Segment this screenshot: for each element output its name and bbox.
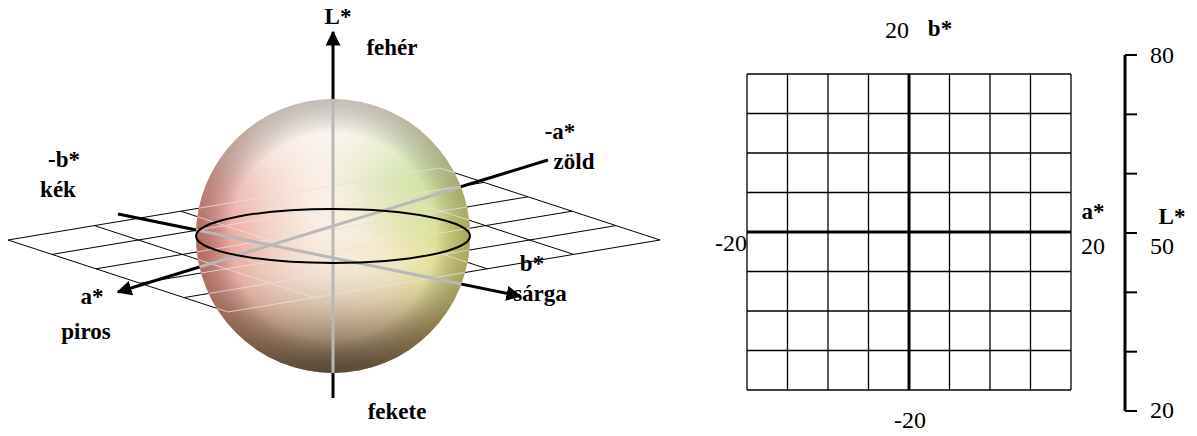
grid-line bbox=[747, 350, 1071, 351]
axis-label: b* bbox=[928, 16, 952, 41]
tick-value: 50 bbox=[1150, 233, 1174, 259]
axis-label: sárga bbox=[513, 281, 567, 306]
grid-line bbox=[440, 168, 660, 240]
grid-line bbox=[1030, 74, 1031, 390]
axis-label: a* bbox=[1082, 199, 1105, 224]
ab-grid bbox=[747, 74, 1071, 390]
scale-tick bbox=[1125, 173, 1137, 175]
grid-line bbox=[267, 197, 487, 269]
l-scale bbox=[1125, 55, 1137, 411]
tick-value: 20 bbox=[1150, 397, 1174, 423]
axis-label: fehér bbox=[366, 35, 417, 60]
grid-line bbox=[747, 231, 1071, 234]
l-axis bbox=[332, 32, 335, 100]
axis-label: fekete bbox=[368, 399, 427, 424]
grid-line bbox=[949, 74, 950, 390]
scale-tick bbox=[1125, 54, 1137, 56]
tick-value: 20 bbox=[1081, 233, 1105, 259]
axis-label: a* bbox=[81, 284, 104, 309]
axis-label: zöld bbox=[554, 149, 595, 174]
tick-value: 20 bbox=[885, 17, 909, 43]
grid-line bbox=[989, 74, 990, 390]
scale-tick bbox=[1125, 351, 1137, 353]
scale-tick bbox=[1125, 410, 1137, 412]
grid-line bbox=[747, 389, 1071, 390]
grid-line bbox=[747, 271, 1071, 272]
tick-value: 80 bbox=[1150, 42, 1174, 68]
axis-label: L* bbox=[1159, 204, 1186, 229]
axis-label: -a* bbox=[545, 119, 576, 144]
scale-tick bbox=[1125, 113, 1137, 115]
scale-tick bbox=[1125, 232, 1137, 234]
axis-label: -b* bbox=[48, 147, 80, 172]
axis-label: kék bbox=[40, 177, 76, 202]
grid-line bbox=[747, 310, 1071, 311]
grid-line bbox=[140, 211, 572, 283]
grid-line bbox=[8, 168, 440, 240]
grid-line bbox=[8, 240, 228, 312]
axis-label: L* bbox=[325, 4, 352, 29]
tick-value: -20 bbox=[894, 407, 926, 433]
scale-tick bbox=[1125, 291, 1137, 293]
axis-label: b* bbox=[520, 251, 544, 276]
grid-line bbox=[440, 168, 660, 240]
equator-ring bbox=[196, 209, 470, 263]
axis-label: piros bbox=[61, 319, 110, 344]
inner-lines bbox=[8, 30, 660, 400]
grid-line bbox=[8, 240, 228, 312]
l-axis-bottom bbox=[332, 370, 335, 398]
grid-line bbox=[1070, 74, 1071, 390]
tick-value: -20 bbox=[715, 230, 747, 256]
